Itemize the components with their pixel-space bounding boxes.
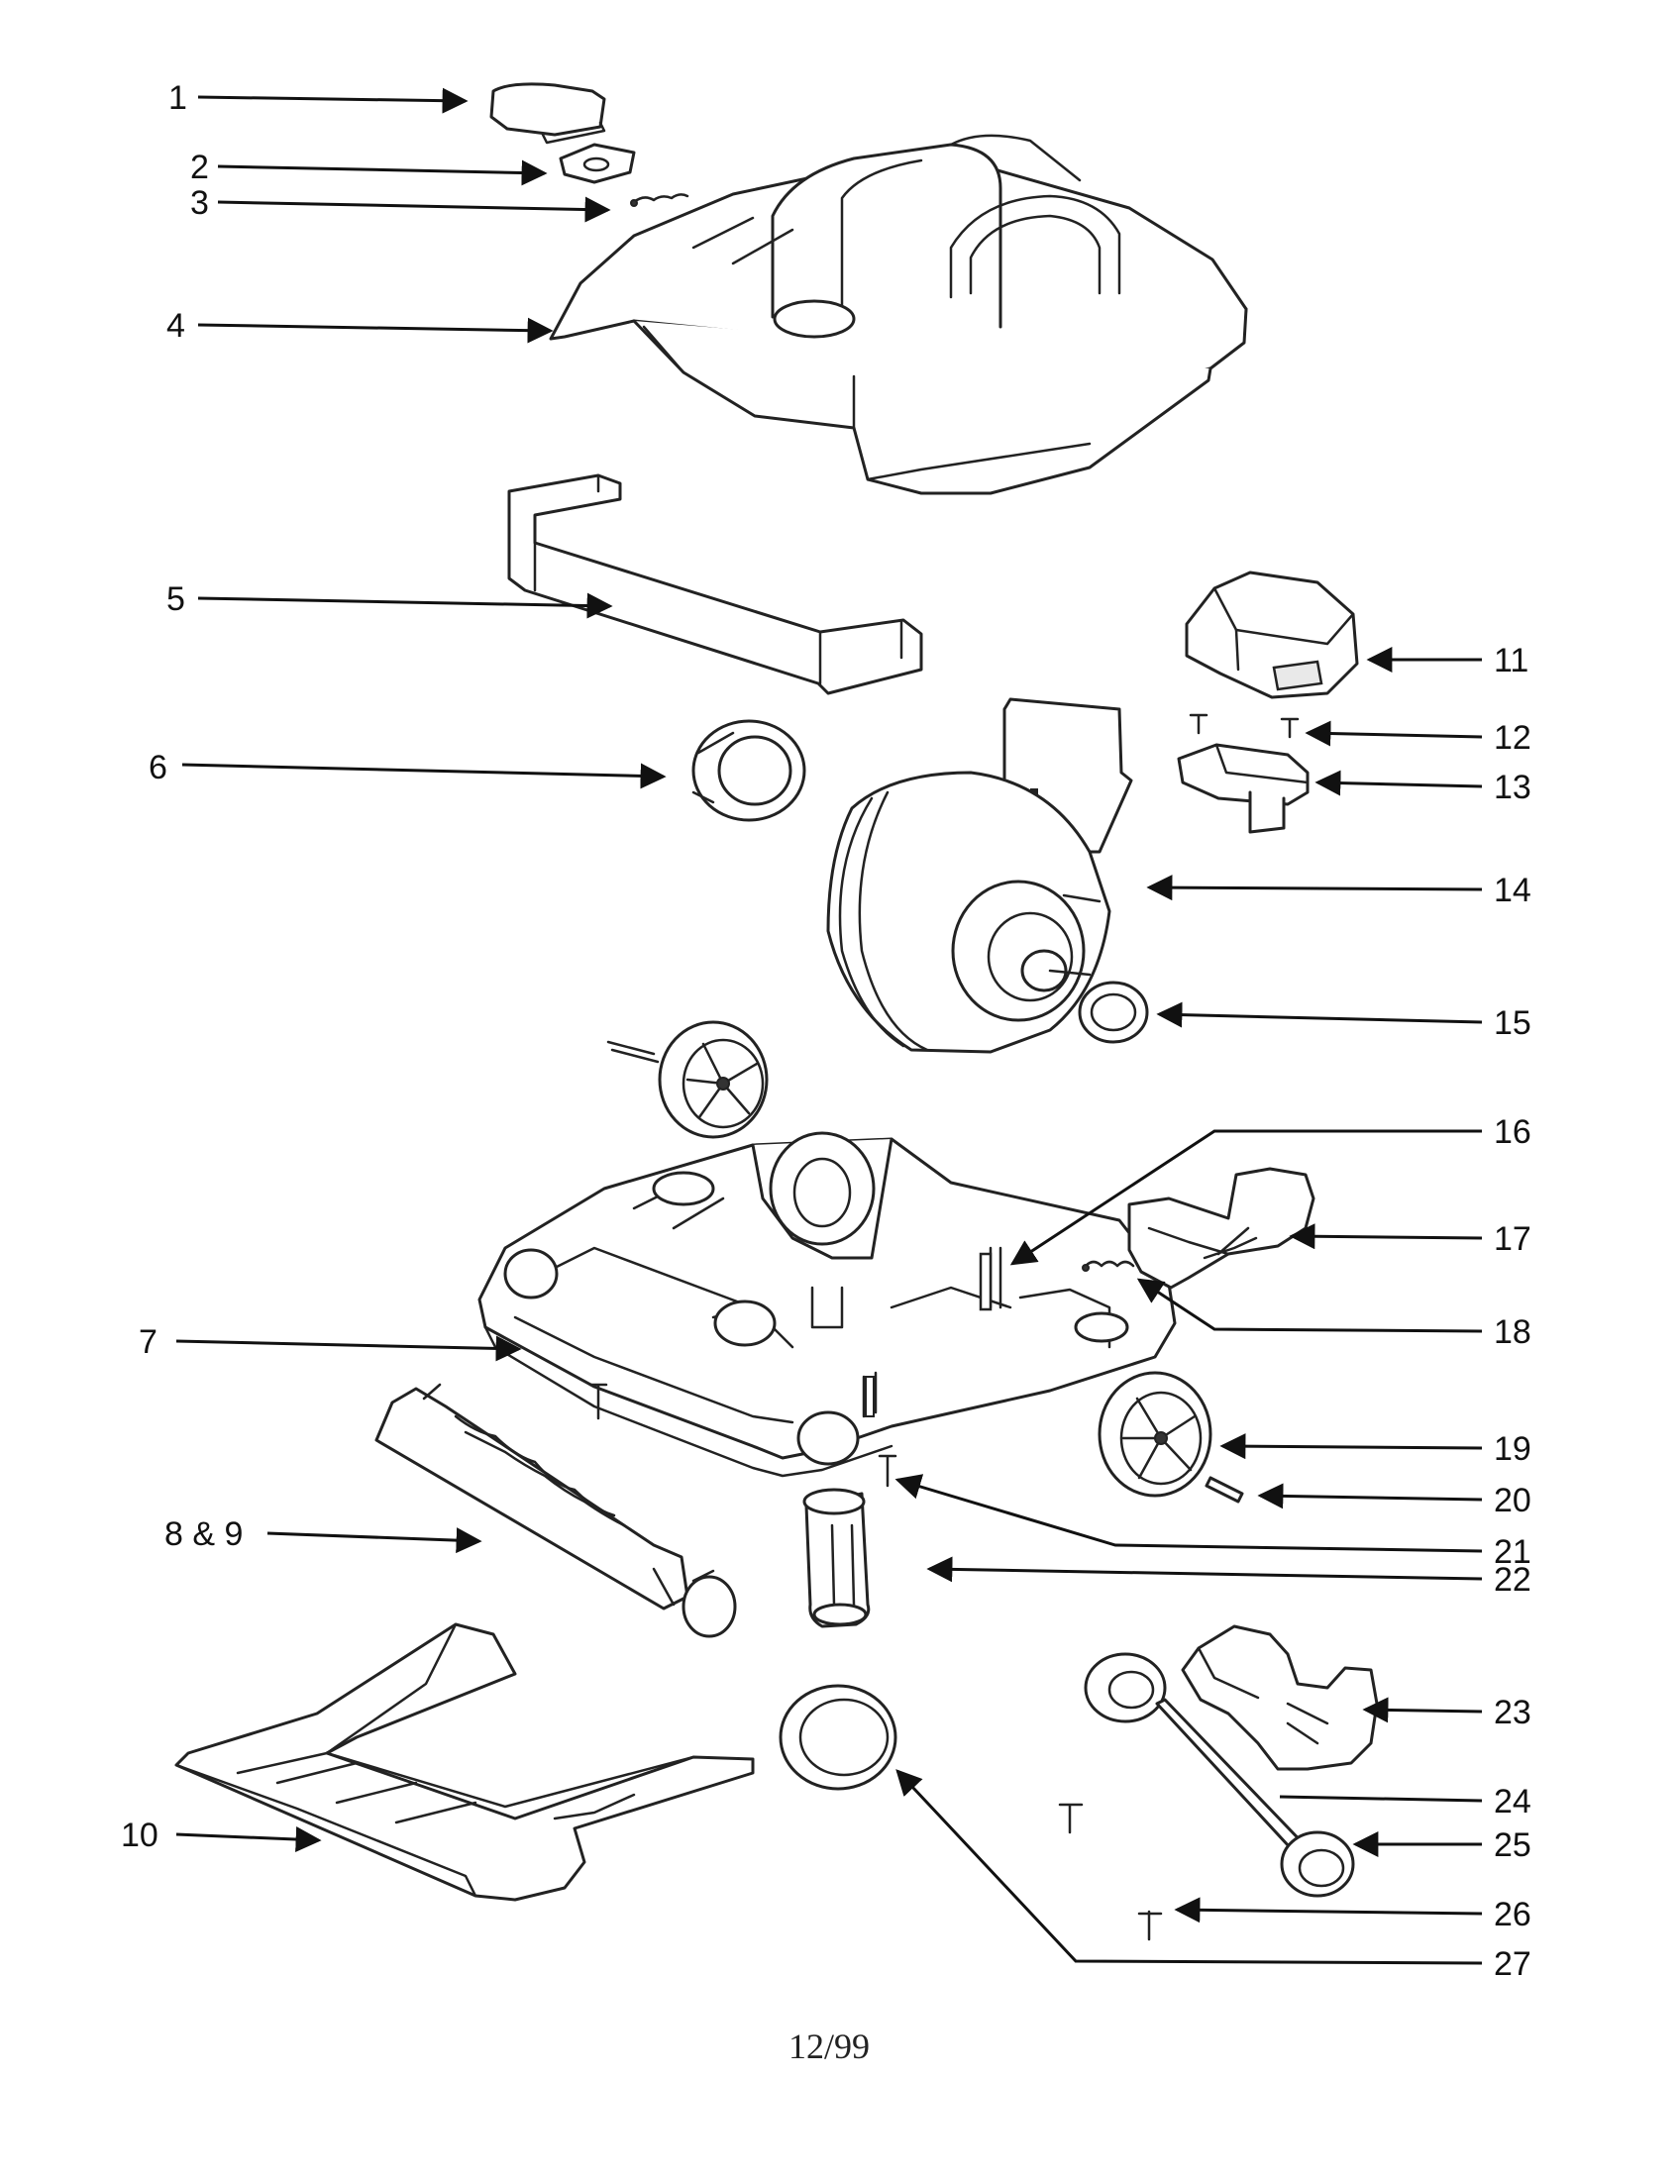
- part-14-motor: [826, 697, 1133, 1054]
- callout-14: 14: [1494, 872, 1531, 909]
- callout-21: 21: [1494, 1533, 1531, 1571]
- leader-6: [181, 763, 667, 789]
- callout-19: 19: [1494, 1430, 1531, 1468]
- part-15-motor-ring: [1078, 981, 1149, 1044]
- part-7-base: [477, 1131, 1177, 1478]
- part-6-ring: [691, 719, 806, 822]
- part-24-25-axle-wheels: [1084, 1652, 1355, 1898]
- leader-27: [895, 1769, 1483, 1965]
- leader-16: [1009, 1129, 1482, 1266]
- leader-19: [1219, 1433, 1483, 1460]
- callout-16: 16: [1494, 1113, 1531, 1151]
- callout-6: 6: [149, 749, 167, 786]
- callout-15: 15: [1494, 1004, 1531, 1042]
- leader-7: [175, 1335, 522, 1362]
- leader-14: [1146, 875, 1483, 901]
- callout-4: 4: [166, 307, 185, 345]
- leader-10: [175, 1826, 322, 1853]
- callout-27: 27: [1494, 1945, 1531, 1983]
- callout-7: 7: [139, 1323, 158, 1361]
- callout-26: 26: [1494, 1896, 1531, 1933]
- leader-3: [217, 196, 611, 223]
- leader-5: [197, 592, 613, 619]
- callout-11: 11: [1494, 642, 1528, 679]
- part-19-rear-wheel: [1098, 1371, 1212, 1498]
- part-2-gasket: [559, 143, 636, 184]
- leader-4: [197, 317, 554, 344]
- callout-5: 5: [166, 580, 185, 618]
- callout-2: 2: [190, 149, 209, 186]
- part-12-screws: [1189, 713, 1300, 739]
- footer-date: 12/99: [788, 2027, 870, 2066]
- part-20-axle: [1205, 1476, 1244, 1504]
- leader-8-9: [266, 1527, 482, 1554]
- callout-17: 17: [1494, 1220, 1531, 1258]
- callout-3: 3: [190, 184, 209, 222]
- part-18-spring: [1082, 1260, 1135, 1272]
- leader-23: [1362, 1697, 1483, 1723]
- part-21-screw: [878, 1454, 897, 1488]
- leader-21: [894, 1474, 1483, 1553]
- part-11-switch-housing: [1185, 571, 1359, 699]
- leader-13: [1314, 770, 1483, 796]
- leader-24: [1279, 1795, 1483, 1803]
- callout-24: 24: [1494, 1783, 1531, 1820]
- callout-12: 12: [1494, 719, 1531, 757]
- callout-25: 25: [1494, 1826, 1531, 1864]
- part-screw-24: [1058, 1803, 1084, 1834]
- part-17-pedal: [1127, 1167, 1315, 1290]
- callout-1: 1: [168, 79, 187, 117]
- callout-labels: 1 2 3 4 5 6 7 8 & 9 10 11 12 13 14 15 16…: [121, 79, 1531, 1983]
- part-27-ring: [779, 1684, 897, 1791]
- leader-1: [197, 87, 469, 114]
- callout-20: 20: [1494, 1482, 1531, 1519]
- leader-17: [1289, 1223, 1483, 1250]
- part-screw-base: [588, 1383, 608, 1420]
- part-8-9-brushroll: [374, 1383, 737, 1638]
- part-3-clip: [630, 193, 689, 207]
- leader-15: [1156, 1001, 1483, 1028]
- part-16-post: [979, 1252, 993, 1311]
- part-23-bracket: [1181, 1624, 1379, 1771]
- part-26-screw: [1137, 1910, 1163, 1941]
- callout-10: 10: [121, 1817, 158, 1854]
- callout-22: 22: [1494, 1561, 1531, 1599]
- leader-26: [1174, 1897, 1483, 1924]
- part-22-cup: [802, 1488, 871, 1628]
- part-13-switch: [1177, 743, 1310, 834]
- callout-18: 18: [1494, 1313, 1531, 1351]
- callout-8-9: 8 & 9: [164, 1515, 243, 1553]
- part-1-cover-plate: [489, 82, 606, 145]
- leader-22: [926, 1556, 1483, 1583]
- leader-20: [1257, 1483, 1483, 1509]
- part-rear-wheel-left: [606, 1020, 769, 1139]
- leader-2: [217, 159, 548, 186]
- callout-23: 23: [1494, 1694, 1531, 1731]
- callout-13: 13: [1494, 769, 1531, 806]
- part-10-bottom-plate: [174, 1622, 755, 1902]
- part-4-hood: [549, 134, 1248, 495]
- part-5-bumper: [507, 473, 923, 695]
- leader-lines: [175, 87, 1483, 1965]
- leader-12: [1305, 720, 1483, 747]
- leader-18: [1136, 1278, 1483, 1333]
